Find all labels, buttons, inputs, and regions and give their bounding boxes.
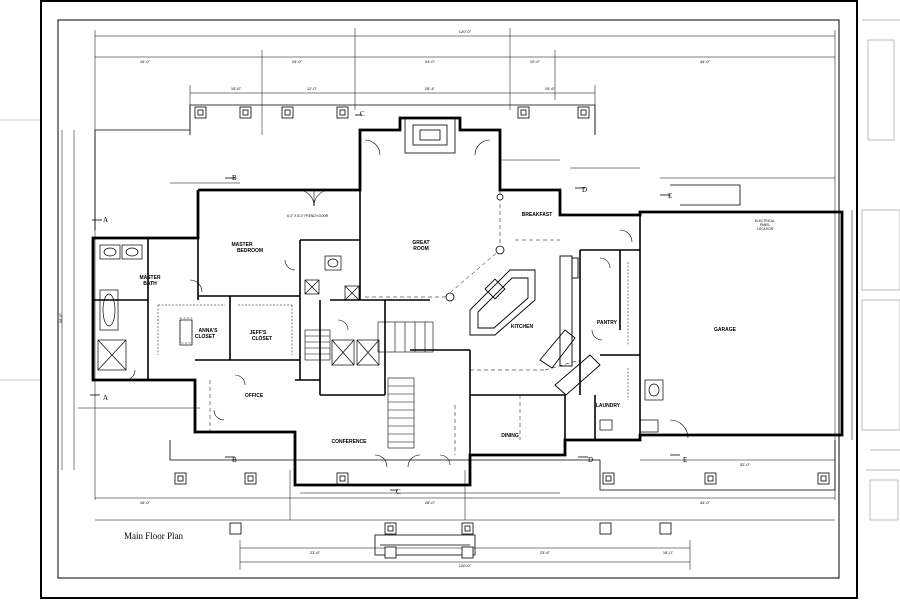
- dimension-label: 10'-0": [530, 59, 541, 64]
- drawing-frame: [57, 19, 840, 579]
- section-marker-b: B: [232, 456, 237, 464]
- dimension-lines: [61, 28, 853, 570]
- ceiling-lines: [209, 190, 581, 455]
- dimension-label: 28'-0": [425, 500, 436, 505]
- dimension-overall-top: 120'-0": [459, 29, 472, 34]
- interior-walls: [93, 190, 641, 455]
- room-label-kitchen: KITCHEN: [511, 324, 534, 330]
- electrical-panel-note: LOCATION: [757, 227, 774, 231]
- dimension-label: 28'-4": [425, 86, 436, 91]
- closet-shelves: [157, 262, 629, 400]
- dimension-label: 23'-6": [540, 550, 551, 555]
- sheet-title: Main Floor Plan: [124, 531, 184, 541]
- room-label-garage: GARAGE: [714, 327, 737, 333]
- room-label-breakfast: BREAKFAST: [522, 212, 553, 218]
- dimension-label: 16'-0": [140, 500, 151, 505]
- dimension-label: 16'-0": [140, 59, 151, 64]
- bathroom-fixtures: [97, 244, 664, 433]
- room-label-jeffs-closet: CLOSET: [252, 336, 272, 342]
- room-label-master-bath: BATH: [143, 281, 157, 287]
- dimension-overall-bottom: 120'-0": [459, 563, 472, 568]
- left-sheet-fragment: [0, 119, 40, 381]
- section-marker-d: D: [582, 186, 587, 194]
- section-markers: [90, 114, 680, 491]
- dimension-label: 12'-0": [307, 86, 318, 91]
- room-label-annas-closet: ANNA'S: [199, 328, 219, 334]
- light-fixtures: [445, 193, 505, 302]
- room-label-great-room: GREAT: [412, 240, 429, 246]
- room-label-jeffs-closet: JEFF'S: [250, 330, 267, 336]
- room-label-laundry: LAUNDRY: [596, 403, 621, 409]
- adjacent-sheet-fragment: [861, 19, 900, 521]
- kitchen-island: [469, 255, 601, 396]
- porch-posts: [174, 106, 830, 559]
- section-marker-c: C: [360, 110, 365, 118]
- stairs: [304, 321, 434, 449]
- dimension-label: 15'-6": [545, 86, 556, 91]
- section-marker-b: B: [232, 174, 237, 182]
- fireplace: [404, 117, 456, 154]
- section-marker-c: C: [396, 488, 401, 496]
- french-door-note: 6'-0" X 8'-0" FRENCH DOOR: [287, 214, 329, 218]
- room-label-annas-closet: CLOSET: [195, 334, 215, 340]
- room-label-dining: DINING: [501, 433, 519, 439]
- door-swings: [124, 139, 689, 468]
- porch-outline: [94, 104, 836, 556]
- electrical-panel-note: PANEL: [760, 223, 770, 227]
- room-label-office: OFFICE: [245, 393, 264, 399]
- dimension-label: 16'-0": [663, 550, 674, 555]
- section-marker-e: E: [668, 192, 672, 200]
- dimension-label: 23'-6": [310, 550, 321, 555]
- room-label-master-bedroom: BEDROOM: [237, 248, 263, 254]
- room-label-master-bedroom: MASTER: [231, 242, 253, 248]
- room-label-great-room: ROOM: [413, 246, 429, 252]
- section-marker-a: A: [103, 394, 108, 402]
- dimension-label: 24'-0": [292, 59, 303, 64]
- section-marker-d: D: [588, 456, 593, 464]
- section-marker-e: E: [683, 456, 687, 464]
- dimension-garage-width: 32'-0": [740, 462, 751, 467]
- dimension-label: 15'-6": [231, 86, 242, 91]
- dimension-label: 24'-0": [425, 59, 436, 64]
- room-label-conference: CONFERENCE: [331, 439, 367, 445]
- dimension-label: 44'-0": [700, 500, 711, 505]
- dimension-label: 44'-0": [700, 59, 711, 64]
- electrical-panel-note: ELECTRICAL: [755, 219, 775, 223]
- dimension-left-overall: 58'-6": [58, 312, 63, 323]
- section-marker-a: A: [103, 216, 108, 224]
- room-label-pantry: PANTRY: [597, 320, 618, 326]
- room-label-master-bath: MASTER: [139, 275, 161, 281]
